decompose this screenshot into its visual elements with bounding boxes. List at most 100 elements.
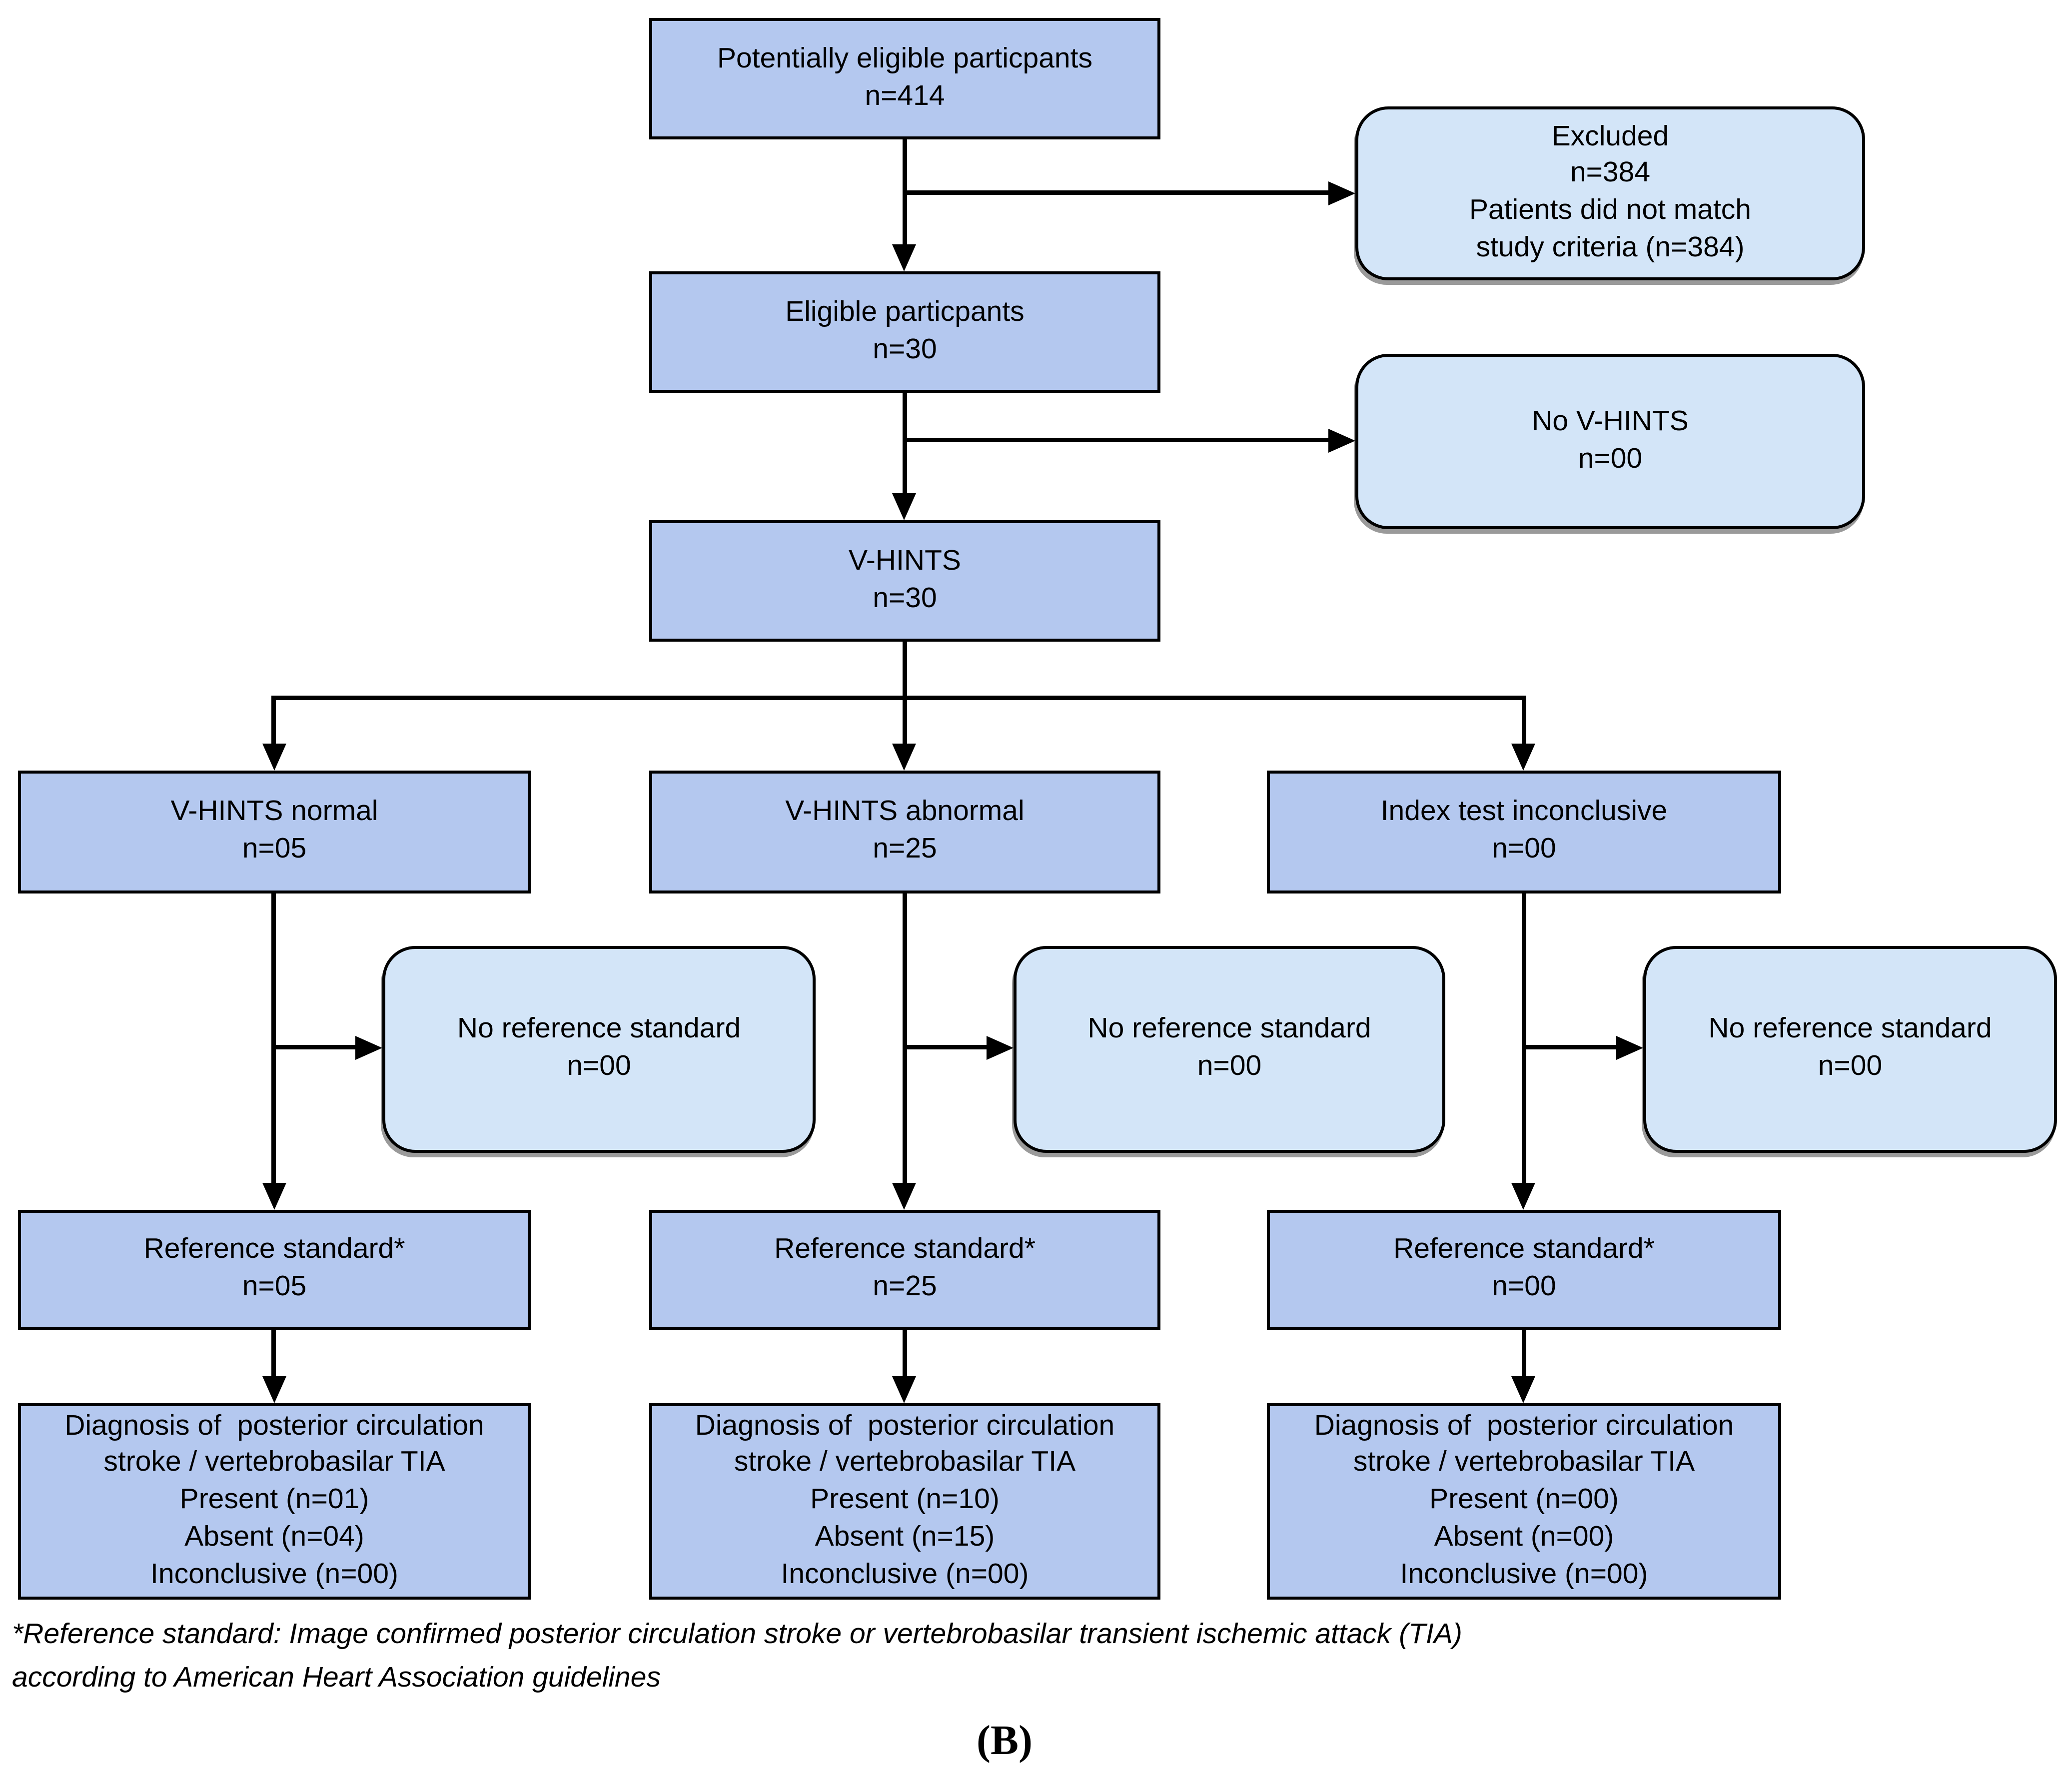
- connector-to-excluded: [903, 190, 1331, 195]
- connector-to-noref-right: [1522, 1045, 1616, 1049]
- box-eligible: Eligible particpants n=30: [649, 271, 1160, 393]
- box-count: n=30: [873, 582, 937, 614]
- box-count: Absent (n=00): [1434, 1521, 1614, 1553]
- box-text: stroke / vertebrobasilar TIA: [1353, 1447, 1695, 1479]
- arrowhead-down: [262, 1183, 286, 1210]
- connector-split-to-abnormal: [903, 696, 907, 747]
- box-text: study criteria (n=384): [1476, 232, 1745, 264]
- box-excluded: Excluded n=384 Patients did not match st…: [1355, 106, 1865, 280]
- arrowhead-right: [1328, 181, 1355, 205]
- box-reference-standard-middle: Reference standard* n=25: [649, 1210, 1160, 1330]
- arrowhead-right: [987, 1036, 1014, 1060]
- arrowhead-down: [1511, 744, 1535, 771]
- footnote: *Reference standard: Image confirmed pos…: [12, 1615, 1781, 1700]
- box-text: Diagnosis of posterior circulation: [695, 1410, 1115, 1442]
- box-count: n=25: [873, 1271, 937, 1303]
- box-text: stroke / vertebrobasilar TIA: [734, 1447, 1076, 1479]
- footnote-line-1: *Reference standard: Image confirmed pos…: [12, 1619, 1462, 1651]
- connector-split-to-inconclusive: [1522, 696, 1526, 747]
- connector-split-bar: [271, 696, 1526, 700]
- box-text: Reference standard*: [774, 1234, 1036, 1266]
- arrowhead-down: [262, 744, 286, 771]
- footnote-line-2: according to American Heart Association …: [12, 1662, 661, 1694]
- arrowhead-right: [355, 1036, 382, 1060]
- box-count: Present (n=00): [1429, 1484, 1619, 1516]
- box-text: No reference standard: [1087, 1013, 1371, 1045]
- box-text: Diagnosis of posterior circulation: [1314, 1410, 1734, 1442]
- box-count: n=00: [567, 1051, 631, 1082]
- arrowhead-down: [892, 744, 916, 771]
- arrowhead-down: [892, 493, 916, 520]
- box-diagnosis-middle: Diagnosis of posterior circulation strok…: [649, 1403, 1160, 1600]
- box-text: V-HINTS: [849, 545, 961, 577]
- box-count: Absent (n=15): [815, 1521, 995, 1553]
- connector-reference-to-diagnosis-right: [1522, 1330, 1526, 1379]
- connector-eligible-to-vhints: [903, 393, 907, 498]
- box-vhints: V-HINTS n=30: [649, 520, 1160, 642]
- box-text: Patients did not match: [1469, 195, 1751, 226]
- box-count: n=414: [865, 80, 945, 112]
- box-text: No reference standard: [457, 1013, 741, 1045]
- box-index-test-inconclusive: Index test inconclusive n=00: [1267, 771, 1781, 893]
- box-no-vhints: No V-HINTS n=00: [1355, 354, 1865, 529]
- box-potentially-eligible: Potentially eligible particpants n=414: [649, 18, 1160, 139]
- box-count: n=05: [242, 834, 307, 865]
- box-text: V-HINTS abnormal: [785, 796, 1025, 828]
- arrowhead-down: [1511, 1183, 1535, 1210]
- box-text: No reference standard: [1708, 1013, 1992, 1045]
- arrowhead-down: [262, 1376, 286, 1403]
- box-vhints-normal: V-HINTS normal n=05: [18, 771, 531, 893]
- box-text: Excluded: [1551, 120, 1669, 152]
- box-count: Inconclusive (n=00): [781, 1558, 1029, 1590]
- box-count: Present (n=01): [179, 1484, 369, 1516]
- connector-vhints-to-split: [903, 642, 907, 699]
- box-text: stroke / vertebrobasilar TIA: [103, 1447, 445, 1479]
- box-vhints-abnormal: V-HINTS abnormal n=25: [649, 771, 1160, 893]
- box-count: Inconclusive (n=00): [150, 1558, 398, 1590]
- box-text: Reference standard*: [143, 1234, 405, 1266]
- box-count: Present (n=10): [810, 1484, 1000, 1516]
- connector-normal-to-reference: [271, 893, 276, 1183]
- panel-label: (B): [976, 1718, 1033, 1765]
- connector-reference-to-diagnosis-left: [271, 1330, 276, 1379]
- box-count: Absent (n=04): [184, 1521, 364, 1553]
- box-count: n=00: [1197, 1051, 1262, 1082]
- connector-to-no-vhints: [903, 438, 1331, 442]
- box-count: n=00: [1578, 443, 1643, 475]
- box-count: n=25: [873, 834, 937, 865]
- arrowhead-down: [892, 1183, 916, 1210]
- box-text: Index test inconclusive: [1380, 796, 1668, 828]
- box-text: Reference standard*: [1393, 1234, 1655, 1266]
- box-text: Potentially eligible particpants: [717, 43, 1092, 75]
- box-no-reference-standard-middle: No reference standard n=00: [1014, 946, 1445, 1153]
- connector-to-noref-middle: [903, 1045, 987, 1049]
- box-no-reference-standard-right: No reference standard n=00: [1643, 946, 2057, 1153]
- box-text: Diagnosis of posterior circulation: [64, 1410, 484, 1442]
- arrowhead-down: [892, 244, 916, 271]
- box-count: n=00: [1492, 834, 1556, 865]
- box-count: n=30: [873, 333, 937, 365]
- arrowhead-right: [1328, 429, 1355, 453]
- connector-to-noref-left: [271, 1045, 358, 1049]
- connector-reference-to-diagnosis-middle: [903, 1330, 907, 1379]
- box-no-reference-standard-left: No reference standard n=00: [382, 946, 816, 1153]
- arrowhead-down: [892, 1376, 916, 1403]
- box-text: Eligible particpants: [785, 296, 1025, 328]
- arrowhead-right: [1616, 1036, 1643, 1060]
- connector-split-to-normal: [271, 696, 276, 747]
- arrowhead-down: [1511, 1376, 1535, 1403]
- box-reference-standard-right: Reference standard* n=00: [1267, 1210, 1781, 1330]
- box-text: No V-HINTS: [1532, 406, 1689, 438]
- connector-inconclusive-to-reference: [1522, 893, 1526, 1183]
- box-count: n=00: [1818, 1051, 1883, 1082]
- box-text: V-HINTS normal: [170, 796, 378, 828]
- box-count: Inconclusive (n=00): [1400, 1558, 1648, 1590]
- box-diagnosis-left: Diagnosis of posterior circulation strok…: [18, 1403, 531, 1600]
- box-diagnosis-right: Diagnosis of posterior circulation strok…: [1267, 1403, 1781, 1600]
- box-reference-standard-left: Reference standard* n=05: [18, 1210, 531, 1330]
- box-count: n=384: [1570, 157, 1651, 189]
- connector-abnormal-to-reference: [903, 893, 907, 1183]
- box-count: n=05: [242, 1271, 307, 1303]
